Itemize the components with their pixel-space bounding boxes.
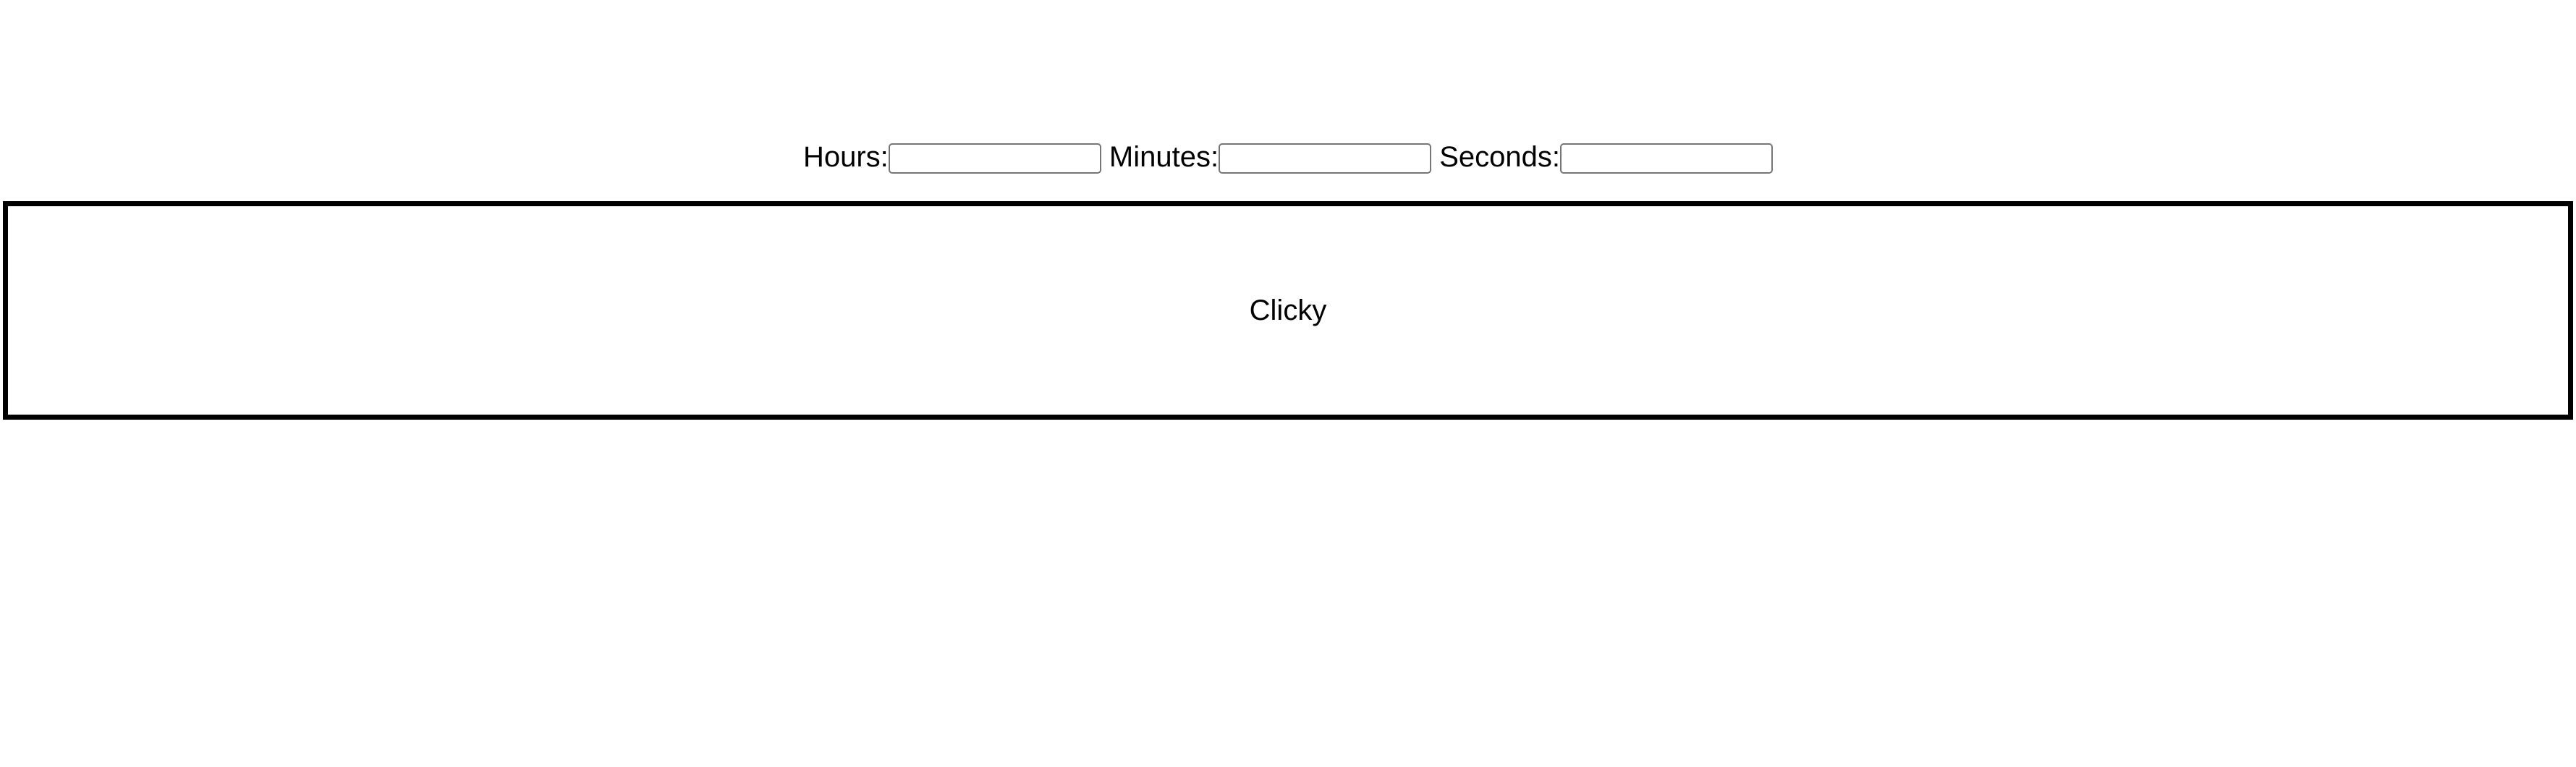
hours-label: Hours: bbox=[802, 141, 889, 173]
minutes-input[interactable] bbox=[1219, 143, 1432, 174]
clicky-button[interactable]: Clicky bbox=[3, 201, 2573, 420]
clicky-button-label: Clicky bbox=[1249, 294, 1327, 326]
hours-input[interactable] bbox=[888, 143, 1101, 174]
seconds-input[interactable] bbox=[1560, 143, 1773, 174]
seconds-label: Seconds: bbox=[1439, 141, 1560, 173]
timer-form: Hours: Minutes: Seconds: bbox=[0, 140, 2576, 174]
minutes-label: Minutes: bbox=[1109, 141, 1219, 173]
